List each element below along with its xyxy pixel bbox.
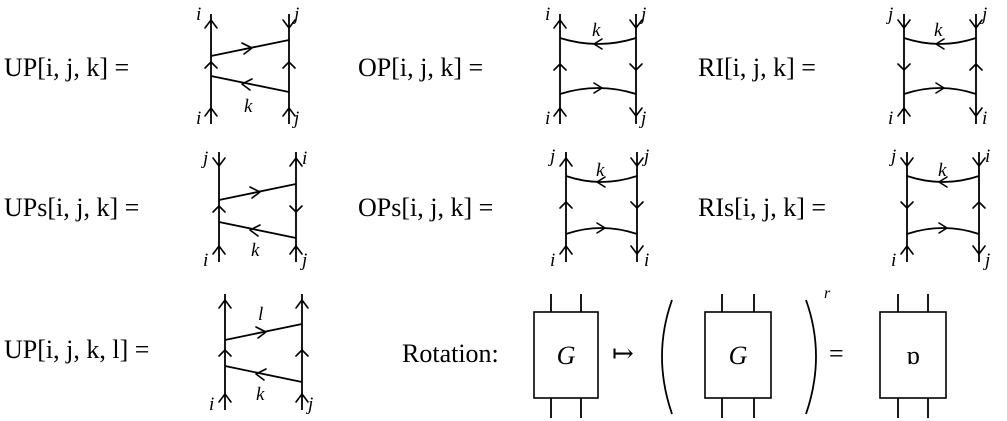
label-ri-tr: j xyxy=(979,4,987,25)
label-ops-tr: j xyxy=(641,146,649,167)
equation-up4: UP[i, j, k, l] = xyxy=(4,335,149,364)
label-up-tl: i xyxy=(196,4,201,25)
gate-rotated-label: ɒ xyxy=(906,341,920,370)
label-up4-br: j xyxy=(305,394,313,415)
label-ups-mid: k xyxy=(251,240,260,261)
label-ups-bl: i xyxy=(203,250,208,271)
label-up4-bl: i xyxy=(209,394,214,415)
label-ri-tl: j xyxy=(885,4,893,25)
label-ups-tr: i xyxy=(302,148,307,169)
label-ris-tl: j xyxy=(888,146,896,167)
label-ops-bl: i xyxy=(550,250,555,271)
label-up4-lower: k xyxy=(256,384,265,405)
label-op-tl: i xyxy=(545,4,550,25)
label-ris-bl: i xyxy=(891,250,896,271)
label-ris-tr: i xyxy=(985,146,990,167)
gate-g xyxy=(533,294,599,418)
diagram-ops xyxy=(559,152,644,262)
diagram-up xyxy=(204,14,296,124)
equation-up: UP[i, j, k] = xyxy=(4,53,129,82)
label-ups-tl: j xyxy=(200,148,208,169)
equation-op: OP[i, j, k] = xyxy=(358,53,483,82)
diagram-op xyxy=(553,14,643,124)
diagram-ris xyxy=(900,152,986,262)
gate-rotated xyxy=(879,294,947,418)
label-ups-br: j xyxy=(299,250,307,271)
equation-ri: RI[i, j, k] = xyxy=(698,53,816,82)
label-ops-tl: j xyxy=(547,146,555,167)
label-ri-br: i xyxy=(982,108,987,129)
exponent-r: r xyxy=(824,285,831,302)
maps-to-symbol: ↦ xyxy=(612,339,634,368)
rotated-gate-parenthesized xyxy=(661,294,817,418)
equals-symbol: = xyxy=(829,339,844,368)
label-ri-bl: i xyxy=(888,108,893,129)
diagram-up4 xyxy=(218,294,309,410)
label-op-mid: k xyxy=(592,20,601,41)
label-ris-br: j xyxy=(982,250,990,271)
label-ris-mid: k xyxy=(938,160,947,181)
label-ops-mid: k xyxy=(596,160,605,181)
label-ri-mid: k xyxy=(934,20,943,41)
equation-ris: RIs[i, j, k] = xyxy=(698,193,826,222)
equation-ups: UPs[i, j, k] = xyxy=(4,193,139,222)
label-op-br: j xyxy=(638,108,646,129)
equation-ops: OPs[i, j, k] = xyxy=(358,193,493,222)
label-up-bl: i xyxy=(196,108,201,129)
gate-g-label: G xyxy=(557,341,576,370)
label-up-mid: k xyxy=(244,96,253,117)
rotation-label: Rotation: xyxy=(402,339,499,368)
label-ops-br: i xyxy=(644,250,649,271)
diagram-ri xyxy=(897,14,983,124)
label-up4-upper: l xyxy=(258,304,263,325)
label-up-tr: j xyxy=(291,4,299,25)
label-op-tr: j xyxy=(638,4,646,25)
diagram-ups xyxy=(212,152,303,262)
gate-g-inner-label: G xyxy=(729,341,748,370)
label-op-bl: i xyxy=(545,108,550,129)
label-up-br: j xyxy=(291,108,299,129)
